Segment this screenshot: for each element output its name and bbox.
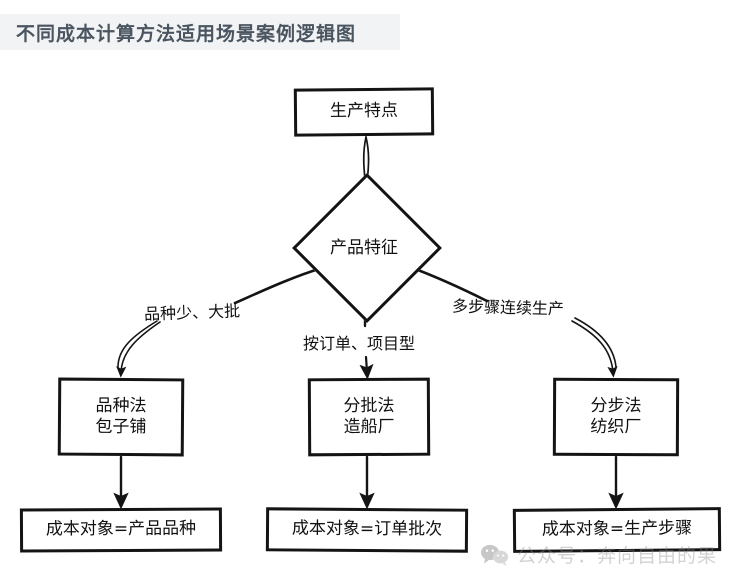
- page-title: 不同成本计算方法适用场景案例逻辑图: [16, 22, 357, 45]
- wechat-icon: [481, 544, 509, 566]
- node-method-left[interactable]: 品种法 包子铺: [57, 377, 185, 457]
- node-result-left-label: 成本对象=产品品种: [45, 518, 197, 540]
- edge-label-mid: 按订单、项目型: [303, 334, 416, 353]
- node-result-mid-label: 成本对象=订单批次: [291, 518, 443, 540]
- edge-label-right: 多步骤连续生产: [451, 296, 565, 319]
- node-decision[interactable]: 产品特征: [292, 173, 442, 323]
- title-bar: 不同成本计算方法适用场景案例逻辑图: [0, 14, 400, 50]
- node-result-right-label: 成本对象=生产步骤: [541, 518, 693, 541]
- node-method-left-line1: 品种法: [95, 395, 147, 416]
- node-method-right-line2: 纺织厂: [590, 416, 642, 438]
- node-method-mid-line1: 分批法: [343, 395, 395, 416]
- node-result-mid[interactable]: 成本对象=订单批次: [265, 507, 469, 553]
- node-result-left[interactable]: 成本对象=产品品种: [19, 507, 223, 553]
- node-method-mid-line2: 造船厂: [343, 416, 395, 438]
- node-start-label: 生产特点: [329, 101, 399, 122]
- node-method-right-line1: 分步法: [590, 395, 642, 416]
- node-start[interactable]: 生产特点: [293, 87, 435, 137]
- node-decision-label: 产品特征: [330, 237, 398, 258]
- edge-label-left: 品种少、大批: [143, 301, 241, 324]
- node-method-mid[interactable]: 分批法 造船厂: [307, 377, 431, 457]
- node-result-right[interactable]: 成本对象=生产步骤: [512, 507, 722, 553]
- node-method-left-line2: 包子铺: [95, 416, 147, 438]
- node-method-right[interactable]: 分步法 纺织厂: [552, 377, 680, 457]
